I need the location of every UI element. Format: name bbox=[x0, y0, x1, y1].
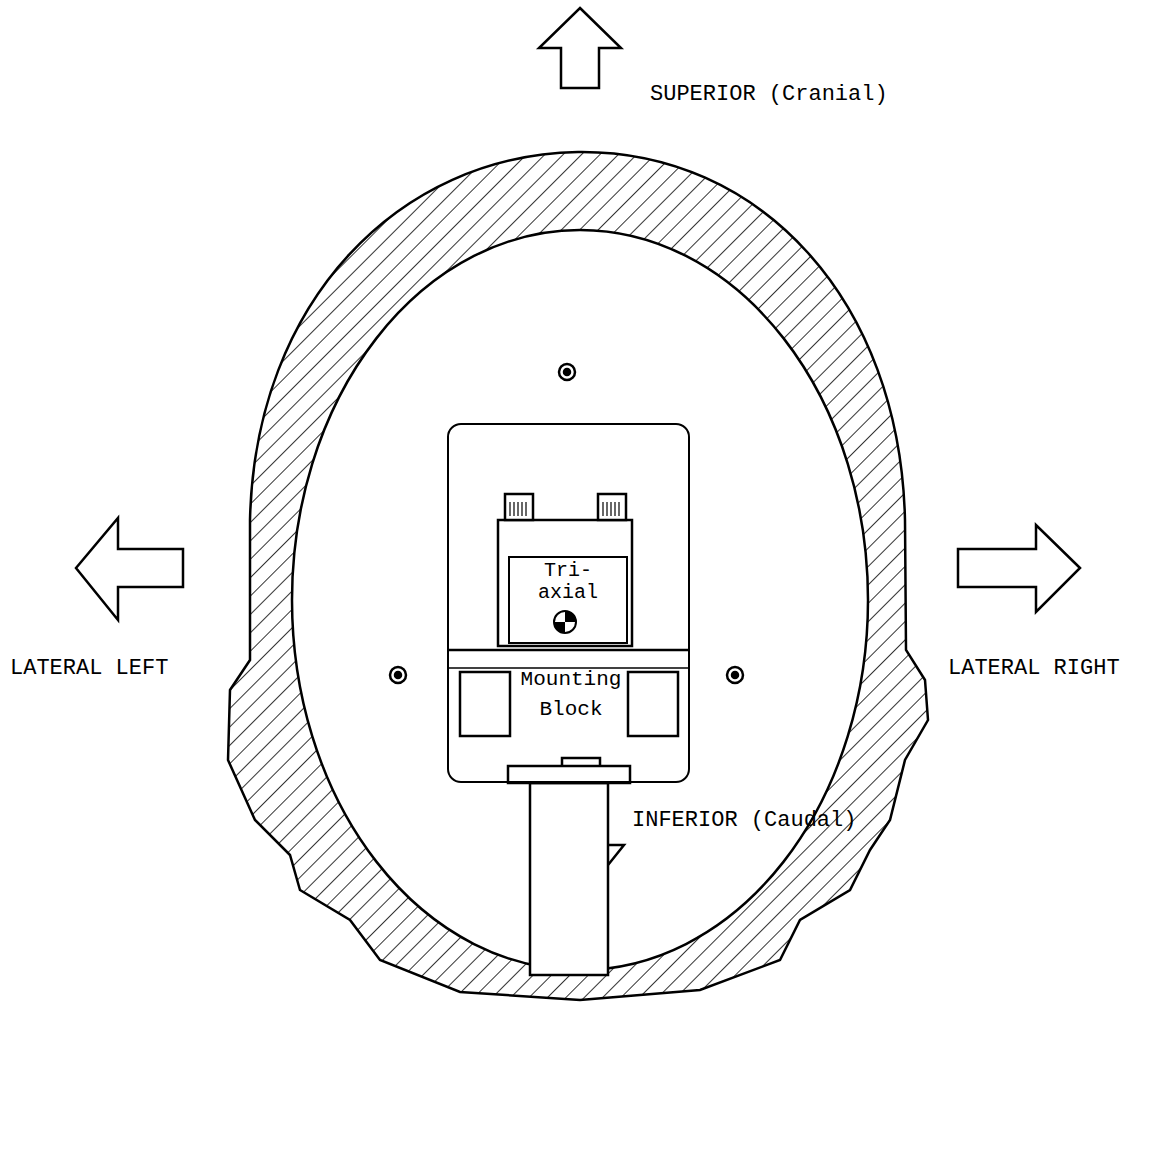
direction-label: INFERIOR (Caudal) bbox=[632, 808, 856, 834]
skull-section bbox=[228, 152, 928, 1000]
node-label: Tri- axial bbox=[514, 560, 622, 604]
center-of-gravity-symbol bbox=[554, 611, 576, 633]
direction-label: SUPERIOR (Cranial) bbox=[650, 82, 888, 108]
mounting-hardware bbox=[449, 494, 688, 975]
direction-label: LATERAL RIGHT bbox=[948, 656, 1120, 682]
mounting-block: Mounting Block Tri- axial bbox=[447, 423, 690, 783]
mount-bolts bbox=[390, 364, 743, 683]
direction-label: LATERAL LEFT bbox=[10, 656, 168, 682]
direction-arrows bbox=[76, 8, 1080, 900]
node-label: Mounting Block bbox=[519, 665, 623, 725]
connector-threads bbox=[510, 502, 619, 516]
triaxial-accelerometer: Tri- axial bbox=[508, 556, 628, 644]
